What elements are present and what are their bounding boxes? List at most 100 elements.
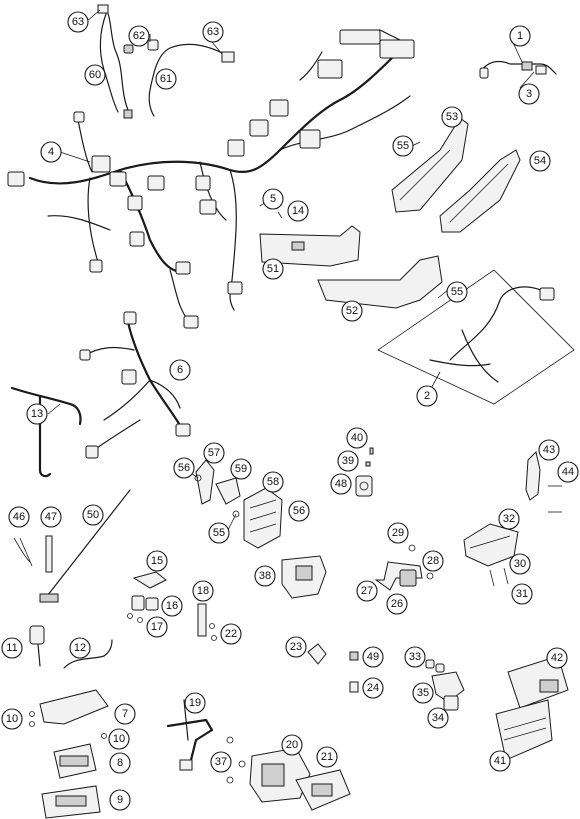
svg-text:18: 18 bbox=[197, 585, 209, 597]
callout-20: 20 bbox=[281, 734, 303, 756]
svg-text:37: 37 bbox=[215, 756, 227, 768]
callout-15: 15 bbox=[146, 550, 168, 572]
svg-text:63: 63 bbox=[207, 26, 219, 38]
svg-text:59: 59 bbox=[235, 463, 247, 475]
svg-text:35: 35 bbox=[417, 687, 429, 699]
callout-29: 29 bbox=[387, 522, 409, 544]
callout-54: 54 bbox=[529, 150, 551, 172]
callout-40: 40 bbox=[346, 427, 368, 449]
clip-part-62 bbox=[123, 39, 159, 54]
part-49 bbox=[349, 651, 359, 693]
svg-text:43: 43 bbox=[543, 444, 555, 456]
svg-text:48: 48 bbox=[335, 478, 347, 490]
svg-text:56: 56 bbox=[178, 462, 190, 474]
callout-32: 32 bbox=[498, 508, 520, 530]
svg-text:19: 19 bbox=[189, 697, 201, 709]
callout-8: 8 bbox=[109, 752, 131, 774]
svg-text:34: 34 bbox=[432, 712, 444, 724]
callout-13: 13 bbox=[26, 403, 48, 425]
svg-text:29: 29 bbox=[392, 527, 404, 539]
callout-48: 48 bbox=[330, 473, 352, 495]
bracket-part-43 bbox=[525, 451, 562, 513]
callout-38: 38 bbox=[254, 565, 276, 587]
callout-55-b: 55 bbox=[446, 281, 468, 303]
bracket-part-57 bbox=[194, 459, 241, 518]
callout-50: 50 bbox=[82, 504, 104, 526]
svg-text:17: 17 bbox=[151, 621, 163, 633]
svg-text:58: 58 bbox=[267, 476, 279, 488]
callout-24: 24 bbox=[362, 677, 384, 699]
svg-text:62: 62 bbox=[133, 30, 145, 42]
callout-11: 11 bbox=[1, 637, 23, 659]
callout-22: 22 bbox=[220, 623, 242, 645]
svg-text:60: 60 bbox=[89, 69, 101, 81]
callout-39: 39 bbox=[337, 450, 359, 472]
callout-63-a: 63 bbox=[67, 11, 89, 33]
svg-text:44: 44 bbox=[562, 466, 574, 478]
box-part-8 bbox=[53, 743, 97, 779]
svg-text:21: 21 bbox=[321, 751, 333, 763]
cover-part-21 bbox=[295, 769, 351, 811]
svg-text:15: 15 bbox=[151, 555, 163, 567]
callout-47: 47 bbox=[40, 506, 62, 528]
callout-19: 19 bbox=[184, 692, 206, 714]
svg-text:40: 40 bbox=[351, 432, 363, 444]
cover-part-54 bbox=[439, 149, 521, 233]
clip-part-47 bbox=[45, 535, 53, 573]
svg-text:46: 46 bbox=[13, 511, 25, 523]
svg-text:8: 8 bbox=[117, 757, 123, 769]
svg-text:31: 31 bbox=[516, 588, 528, 600]
svg-text:3: 3 bbox=[526, 88, 532, 100]
svg-text:41: 41 bbox=[494, 755, 506, 767]
callout-10-b: 10 bbox=[108, 728, 130, 750]
callout-59: 59 bbox=[230, 458, 252, 480]
svg-text:28: 28 bbox=[427, 555, 439, 567]
cable-part-61 bbox=[148, 43, 235, 117]
callout-56-a: 56 bbox=[173, 457, 195, 479]
callout-23: 23 bbox=[285, 636, 307, 658]
svg-text:38: 38 bbox=[259, 570, 271, 582]
callout-30: 30 bbox=[509, 553, 531, 575]
callout-46: 46 bbox=[8, 506, 30, 528]
svg-text:13: 13 bbox=[31, 408, 43, 420]
svg-text:33: 33 bbox=[409, 651, 421, 663]
box-part-9 bbox=[41, 785, 101, 819]
callout-53: 53 bbox=[441, 106, 463, 128]
svg-text:55: 55 bbox=[451, 286, 463, 298]
svg-text:11: 11 bbox=[6, 642, 17, 654]
housing-part-20 bbox=[249, 747, 311, 803]
svg-text:9: 9 bbox=[117, 794, 123, 806]
sensor-part-11 bbox=[29, 625, 45, 667]
callout-28: 28 bbox=[422, 550, 444, 572]
bracket-part-27 bbox=[374, 544, 434, 591]
svg-text:47: 47 bbox=[45, 511, 57, 523]
cable-part-12 bbox=[63, 639, 113, 669]
svg-text:4: 4 bbox=[48, 146, 54, 158]
callout-1: 1 bbox=[509, 25, 531, 47]
tray-part-7 bbox=[29, 689, 109, 739]
svg-text:54: 54 bbox=[534, 155, 546, 167]
callout-2: 2 bbox=[416, 385, 438, 407]
cable-part-1 bbox=[479, 60, 557, 79]
callout-41: 41 bbox=[489, 750, 511, 772]
part-18 bbox=[197, 603, 217, 641]
callout-49: 49 bbox=[362, 646, 384, 668]
svg-text:42: 42 bbox=[551, 652, 563, 664]
cover-part-53 bbox=[391, 117, 469, 213]
svg-text:52: 52 bbox=[346, 305, 358, 317]
svg-text:6: 6 bbox=[177, 364, 183, 376]
svg-text:30: 30 bbox=[514, 558, 526, 570]
module-part-42 bbox=[507, 655, 569, 709]
callout-21: 21 bbox=[316, 746, 338, 768]
part-16 bbox=[127, 595, 159, 623]
relay-part-35 bbox=[425, 659, 465, 711]
svg-text:61: 61 bbox=[160, 73, 172, 85]
callout-43: 43 bbox=[538, 439, 560, 461]
callout-31: 31 bbox=[511, 583, 533, 605]
svg-text:2: 2 bbox=[424, 390, 430, 402]
svg-text:24: 24 bbox=[367, 682, 379, 694]
callout-33: 33 bbox=[404, 646, 426, 668]
callout-51: 51 bbox=[262, 258, 284, 280]
callout-12: 12 bbox=[69, 637, 91, 659]
